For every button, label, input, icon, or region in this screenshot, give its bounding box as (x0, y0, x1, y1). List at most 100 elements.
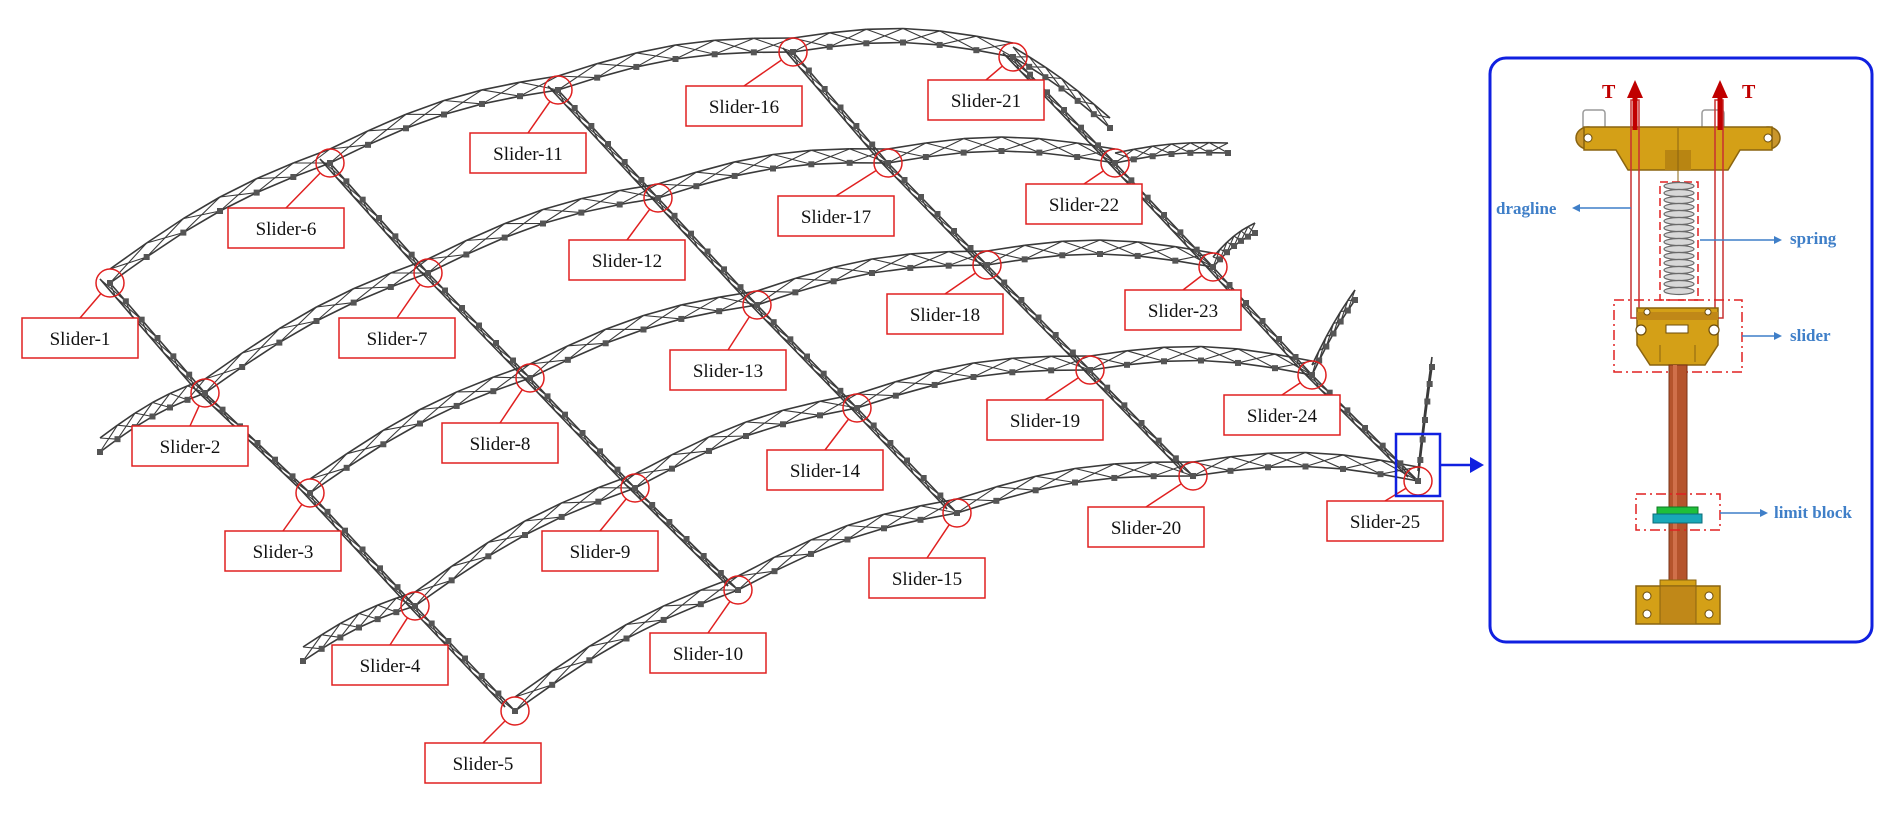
truss-member (1104, 158, 1132, 181)
slider-label: Slider-21 (951, 91, 1021, 112)
truss-joint (693, 183, 700, 190)
truss-member (819, 407, 858, 417)
slider-callout-17: Slider-17 (777, 148, 903, 237)
truss-member (795, 280, 834, 294)
truss-member (829, 102, 847, 123)
truss-joint (1302, 463, 1309, 470)
truss-member (708, 435, 747, 438)
truss-joint (1337, 318, 1344, 325)
truss-member (925, 137, 964, 144)
truss-joint (937, 492, 944, 499)
truss-joint (1168, 151, 1175, 157)
truss-joint (885, 160, 891, 166)
truss-member (125, 300, 143, 321)
truss-member (782, 47, 800, 68)
slider-label-box (669, 349, 787, 391)
truss-joint (683, 536, 690, 542)
truss-member (256, 162, 294, 180)
truss-member (588, 623, 627, 647)
truss-member (1099, 239, 1138, 243)
truss-member (524, 502, 563, 522)
slider-label: Slider-16 (709, 97, 779, 118)
truss-joint (527, 375, 533, 381)
truss-member (212, 405, 241, 427)
truss-member (419, 391, 458, 411)
truss-member (219, 192, 257, 198)
truss-joint (1052, 332, 1059, 338)
truss-member (925, 151, 964, 158)
truss-joint (463, 251, 470, 258)
truss-member (1096, 383, 1125, 406)
truss-member (581, 198, 620, 206)
truss-joint (1150, 473, 1157, 480)
truss-joint (253, 189, 260, 196)
truss-member (663, 603, 701, 607)
truss-member (636, 58, 676, 68)
truss-member (293, 162, 331, 178)
truss-member (169, 385, 188, 395)
truss-member (1002, 52, 1031, 76)
truss-joint (517, 93, 523, 100)
truss-member (383, 422, 421, 431)
truss-joint (392, 233, 399, 240)
truss-joint (1078, 124, 1084, 131)
truss-member (1087, 140, 1116, 164)
truss-member (847, 513, 885, 527)
spring-turn (1663, 223, 1695, 233)
truss-member (1126, 346, 1165, 352)
truss-member (109, 256, 147, 270)
truss-joint (564, 356, 571, 363)
truss-member (813, 369, 841, 392)
truss-joint (1429, 364, 1435, 370)
truss-joint (970, 374, 977, 380)
truss-joint (365, 141, 371, 148)
truss-member (772, 153, 812, 165)
truss-member (1114, 158, 1134, 164)
truss-joint (441, 111, 447, 118)
truss-member (1062, 253, 1101, 257)
truss-joint (359, 196, 366, 203)
truss-member (746, 300, 775, 323)
truss-joint (770, 319, 777, 326)
slider-node-marker (515, 363, 545, 393)
truss-joint (993, 497, 1000, 504)
truss-member (1202, 262, 1230, 286)
truss-member (172, 355, 190, 376)
truss-joint (1035, 314, 1042, 321)
truss-member (183, 210, 221, 220)
truss-member (1251, 316, 1270, 336)
truss-member (146, 217, 184, 244)
truss-member (1114, 461, 1154, 465)
truss-joint (951, 228, 957, 234)
truss-joint (149, 413, 156, 420)
slider-label: Slider-18 (910, 305, 980, 326)
truss-member (1268, 334, 1296, 358)
truss-joint (1316, 357, 1323, 364)
slider-node-marker (998, 42, 1028, 72)
truss-member (866, 28, 904, 44)
slider-callout-4: Slider-4 (331, 591, 449, 686)
truss-joint (817, 412, 823, 419)
slider-label: Slider-4 (360, 656, 421, 677)
truss-joint (462, 655, 468, 662)
truss-member (414, 565, 453, 593)
truss-joint (820, 370, 827, 377)
truss-member (466, 236, 505, 256)
truss-member (1114, 463, 1154, 477)
slider-node-marker (295, 478, 325, 508)
truss-member (194, 388, 223, 411)
slider-label: slider (1790, 326, 1831, 345)
truss-joint (688, 230, 694, 237)
slider-leader-line (599, 498, 627, 532)
truss-member (554, 410, 583, 434)
truss-member (877, 158, 905, 181)
truss-member (1190, 142, 1210, 154)
truss-member (1099, 253, 1138, 257)
truss-member (1237, 348, 1276, 355)
truss-member (204, 366, 243, 380)
force-label-left: T (1602, 81, 1616, 103)
truss-member (384, 231, 413, 256)
slider-label-box (131, 425, 249, 467)
truss-member (956, 498, 997, 502)
truss-joint (1121, 402, 1128, 409)
